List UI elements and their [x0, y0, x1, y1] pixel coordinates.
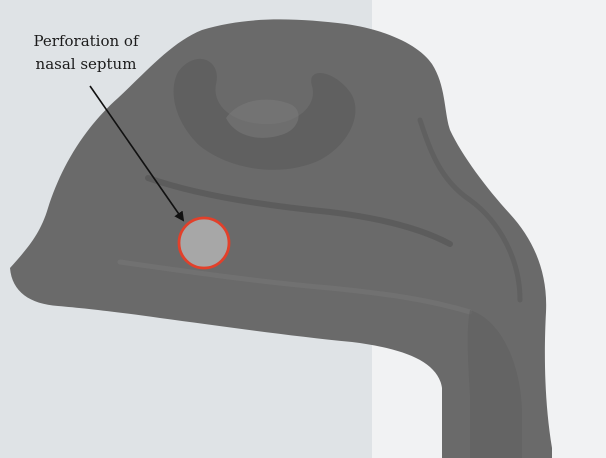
annotation-label: Perforation of nasal septum	[6, 30, 166, 76]
annotation-label-line-1: Perforation of	[6, 30, 166, 53]
septal-perforation-marker	[179, 218, 229, 268]
annotation-label-line-2: nasal septum	[6, 53, 166, 76]
